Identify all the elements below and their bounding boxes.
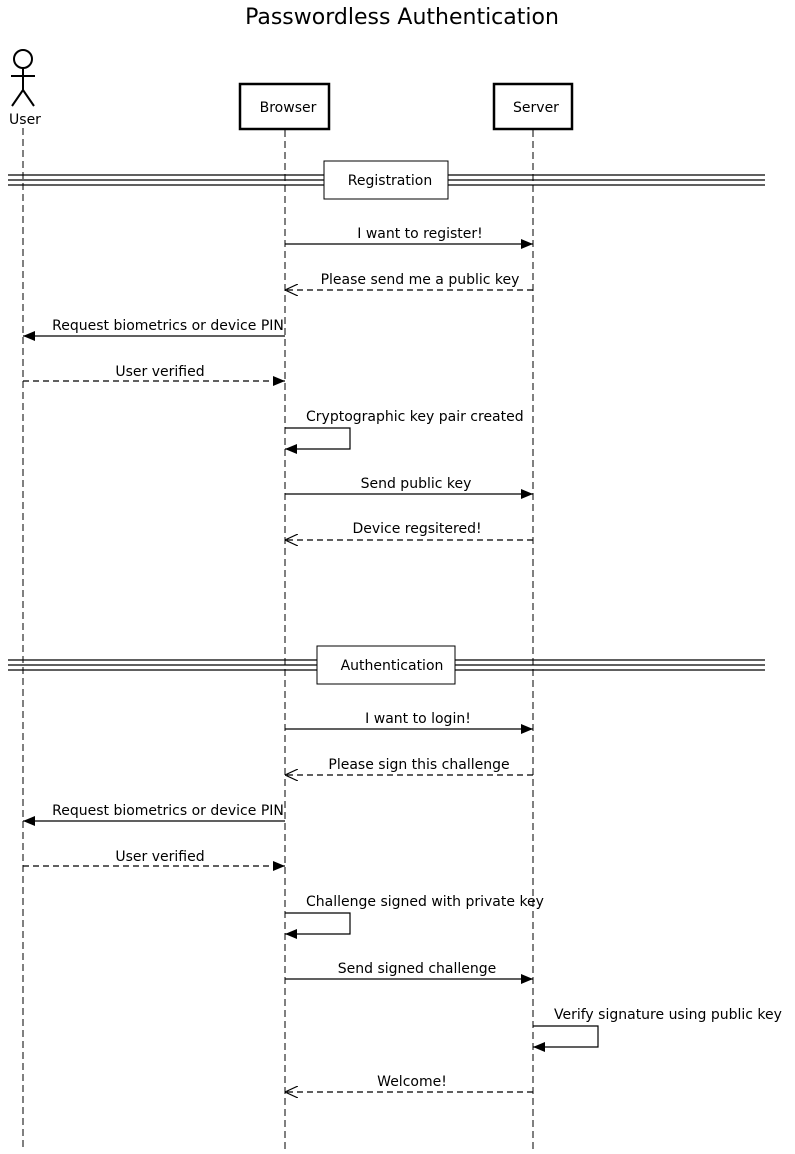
message-user-verified-registration: User verified (23, 364, 285, 386)
message-label: Verify signature using public key (554, 1007, 782, 1023)
message-label: Send signed challenge (338, 961, 497, 977)
participant-user: User (9, 49, 41, 128)
section-label-registration: Registration (348, 173, 432, 189)
message-login-request: I want to login! (285, 711, 533, 734)
message-label: Send public key (361, 476, 472, 492)
message-label: Device regsitered! (352, 521, 481, 537)
message-user-verified-authentication: User verified (23, 849, 285, 871)
participant-server-label: Server (513, 100, 559, 116)
message-welcome: Welcome! (285, 1074, 533, 1092)
message-label: Request biometrics or device PIN (52, 318, 284, 334)
actor-stick-figure-icon (11, 49, 35, 107)
message-challenge-signed: Challenge signed with private key (285, 894, 544, 939)
section-label-authentication: Authentication (341, 658, 444, 674)
section-divider-authentication: Authentication (8, 645, 765, 685)
message-label: Welcome! (377, 1074, 447, 1090)
message-label: Please send me a public key (321, 272, 520, 288)
message-request-biometrics-registration: Request biometrics or device PIN (23, 318, 285, 341)
message-label: Request biometrics or device PIN (52, 803, 284, 819)
section-divider-registration: Registration (8, 160, 765, 200)
message-request-biometrics-authentication: Request biometrics or device PIN (23, 803, 285, 826)
message-send-public-key: Send public key (285, 476, 533, 499)
diagram-title: Passwordless Authentication (245, 5, 559, 30)
message-key-pair-created: Cryptographic key pair created (285, 409, 524, 454)
message-label: Cryptographic key pair created (306, 409, 524, 425)
message-label: I want to login! (365, 711, 471, 727)
participant-user-label: User (9, 112, 41, 128)
message-label: User verified (115, 849, 204, 865)
message-label: Challenge signed with private key (306, 894, 544, 910)
message-device-registered: Device regsitered! (285, 521, 533, 540)
message-send-signed-challenge: Send signed challenge (285, 961, 533, 984)
participant-browser-label: Browser (260, 100, 317, 116)
participant-browser: Browser (238, 82, 331, 131)
message-label: Please sign this challenge (328, 757, 509, 773)
message-sign-challenge-request: Please sign this challenge (285, 757, 533, 775)
message-request-public-key: Please send me a public key (285, 272, 533, 290)
message-verify-signature: Verify signature using public key (533, 1007, 782, 1052)
message-label: User verified (115, 364, 204, 380)
participant-server: Server (492, 82, 574, 131)
message-label: I want to register! (357, 226, 483, 242)
message-register-request: I want to register! (285, 226, 533, 249)
